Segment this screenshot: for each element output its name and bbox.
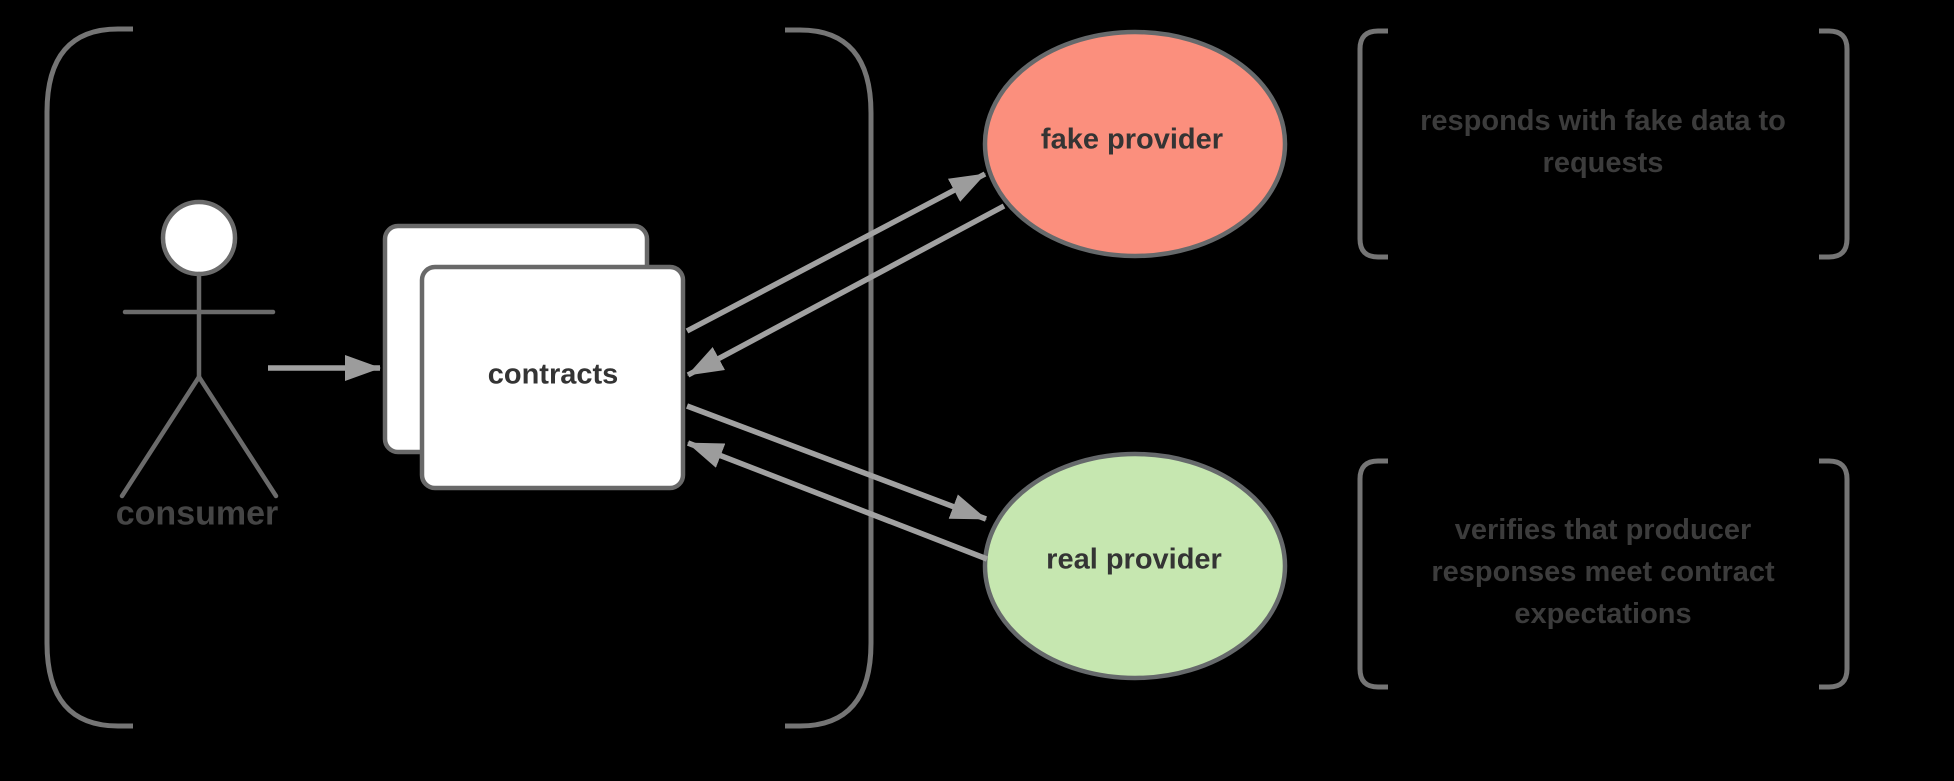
real-provider-ellipse — [982, 451, 1288, 681]
real-provider-note: verifies that producer responses meet co… — [1431, 514, 1775, 630]
fake-provider-ellipse — [982, 29, 1288, 259]
contracts-front-card — [419, 264, 686, 491]
fake-note-bracket-left — [1357, 28, 1388, 260]
real-provider-label: real provider — [1046, 543, 1222, 576]
arrow-contracts-to-fake-provider — [685, 171, 987, 334]
contracts-stack — [382, 223, 686, 491]
fake-provider-note: responds with fake data to requests — [1420, 105, 1786, 179]
group-bracket-left — [44, 26, 133, 729]
consumer-actor-figure — [119, 199, 279, 499]
real-note-bracket-left — [1357, 458, 1388, 690]
real-note-bracket-right — [1819, 458, 1850, 690]
arrow-fake-provider-to-contracts — [686, 203, 1006, 378]
fake-note-bracket-right — [1819, 28, 1850, 260]
arrow-real-provider-to-contracts — [687, 440, 988, 562]
fake-provider-label: fake provider — [1040, 123, 1224, 156]
actor-leg-left — [119, 374, 202, 499]
group-bracket-right — [785, 27, 874, 729]
consumer-label: consumer — [115, 494, 279, 533]
actor-leg-right — [196, 374, 279, 499]
actor-head — [160, 199, 238, 277]
arrow-contracts-to-real-provider — [686, 403, 987, 522]
contracts-label: contracts — [487, 358, 619, 391]
